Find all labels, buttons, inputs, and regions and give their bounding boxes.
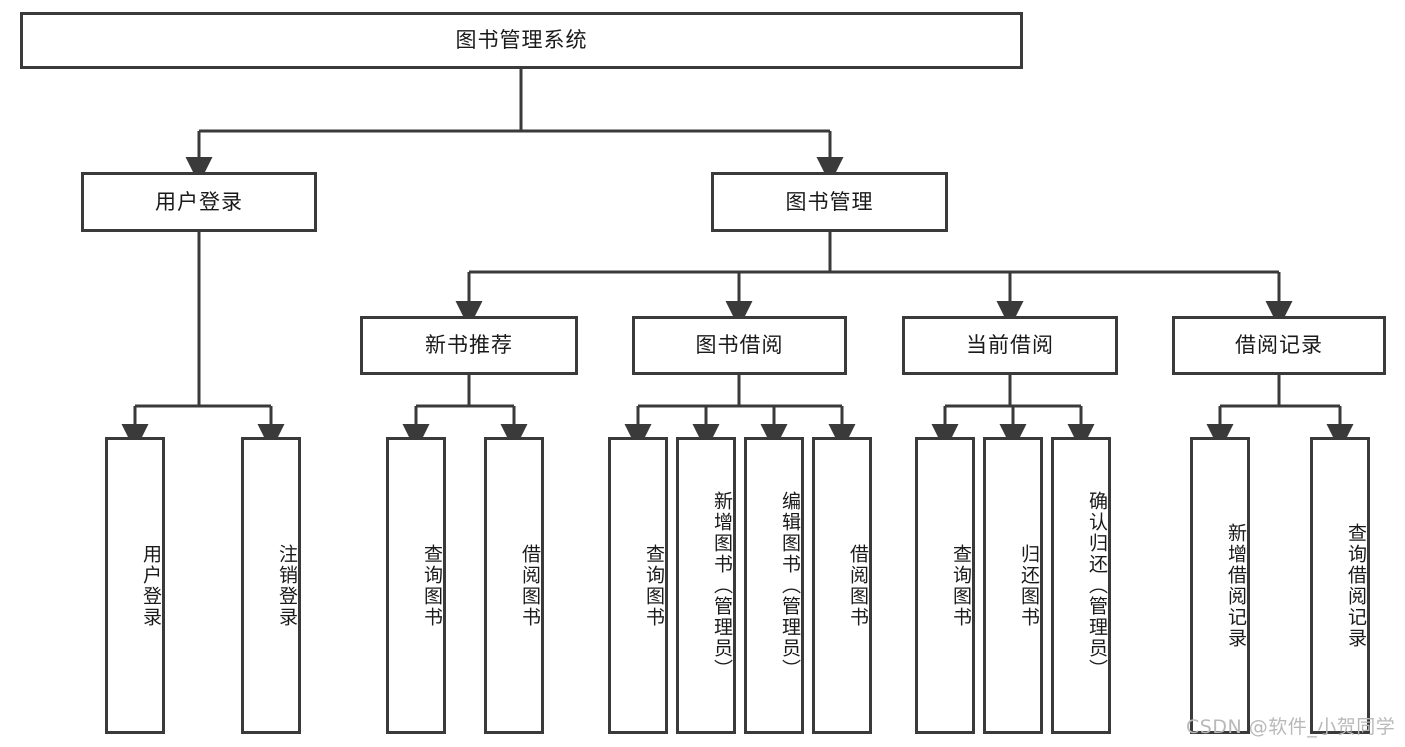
node-leaf-add-book[interactable]: 新增图书（管理员）: [676, 437, 736, 734]
node-new-book-recommend[interactable]: 新书推荐: [360, 316, 578, 375]
node-leaf-borrow-book-1[interactable]: 借阅图书: [484, 437, 544, 734]
node-leaf-add-record-label: 新增借阅记录: [1225, 522, 1247, 649]
node-borrow-record[interactable]: 借阅记录: [1172, 316, 1386, 375]
node-new-book-recommend-label: 新书推荐: [425, 333, 513, 358]
node-leaf-query-book-2[interactable]: 查询图书: [608, 437, 668, 734]
node-leaf-borrow-book-1-label: 借阅图书: [519, 543, 541, 628]
node-leaf-confirm-return[interactable]: 确认归还（管理员）: [1051, 437, 1111, 734]
node-root-system[interactable]: 图书管理系统: [20, 12, 1023, 69]
node-leaf-logout-label: 注销登录: [276, 543, 298, 628]
node-leaf-query-book-3[interactable]: 查询图书: [915, 437, 975, 734]
node-book-borrow[interactable]: 图书借阅: [632, 316, 847, 375]
node-leaf-query-book-1[interactable]: 查询图书: [386, 437, 446, 734]
node-leaf-confirm-return-label: 确认归还（管理员）: [1086, 491, 1108, 680]
node-book-borrow-label: 图书借阅: [695, 333, 784, 358]
node-leaf-borrow-book-2-label: 借阅图书: [847, 543, 869, 628]
node-leaf-query-book-2-label: 查询图书: [643, 543, 665, 628]
node-current-borrow[interactable]: 当前借阅: [902, 316, 1118, 375]
node-leaf-borrow-book-2[interactable]: 借阅图书: [812, 437, 872, 734]
node-leaf-query-book-1-label: 查询图书: [421, 543, 443, 628]
node-leaf-user-login-label: 用户登录: [140, 543, 162, 628]
node-user-login-label: 用户登录: [155, 189, 243, 214]
node-leaf-query-record-label: 查询借阅记录: [1345, 522, 1367, 649]
node-leaf-add-record[interactable]: 新增借阅记录: [1190, 437, 1250, 734]
node-leaf-query-record[interactable]: 查询借阅记录: [1310, 437, 1370, 734]
node-borrow-record-label: 借阅记录: [1235, 333, 1323, 358]
node-leaf-return-book[interactable]: 归还图书: [983, 437, 1043, 734]
node-leaf-user-login[interactable]: 用户登录: [105, 437, 165, 734]
node-leaf-edit-book[interactable]: 编辑图书（管理员）: [744, 437, 804, 734]
node-root-label: 图书管理系统: [455, 28, 588, 53]
node-book-management[interactable]: 图书管理: [711, 172, 948, 232]
node-leaf-return-book-label: 归还图书: [1018, 543, 1040, 628]
node-current-borrow-label: 当前借阅: [966, 333, 1054, 358]
node-user-login[interactable]: 用户登录: [81, 172, 317, 232]
node-book-management-label: 图书管理: [785, 189, 874, 214]
node-leaf-query-book-3-label: 查询图书: [950, 543, 972, 628]
node-leaf-add-book-label: 新增图书（管理员）: [711, 491, 733, 680]
node-leaf-edit-book-label: 编辑图书（管理员）: [779, 491, 801, 680]
node-leaf-logout[interactable]: 注销登录: [241, 437, 301, 734]
csdn-watermark: CSDN @软件_小贺同学: [1186, 716, 1396, 738]
